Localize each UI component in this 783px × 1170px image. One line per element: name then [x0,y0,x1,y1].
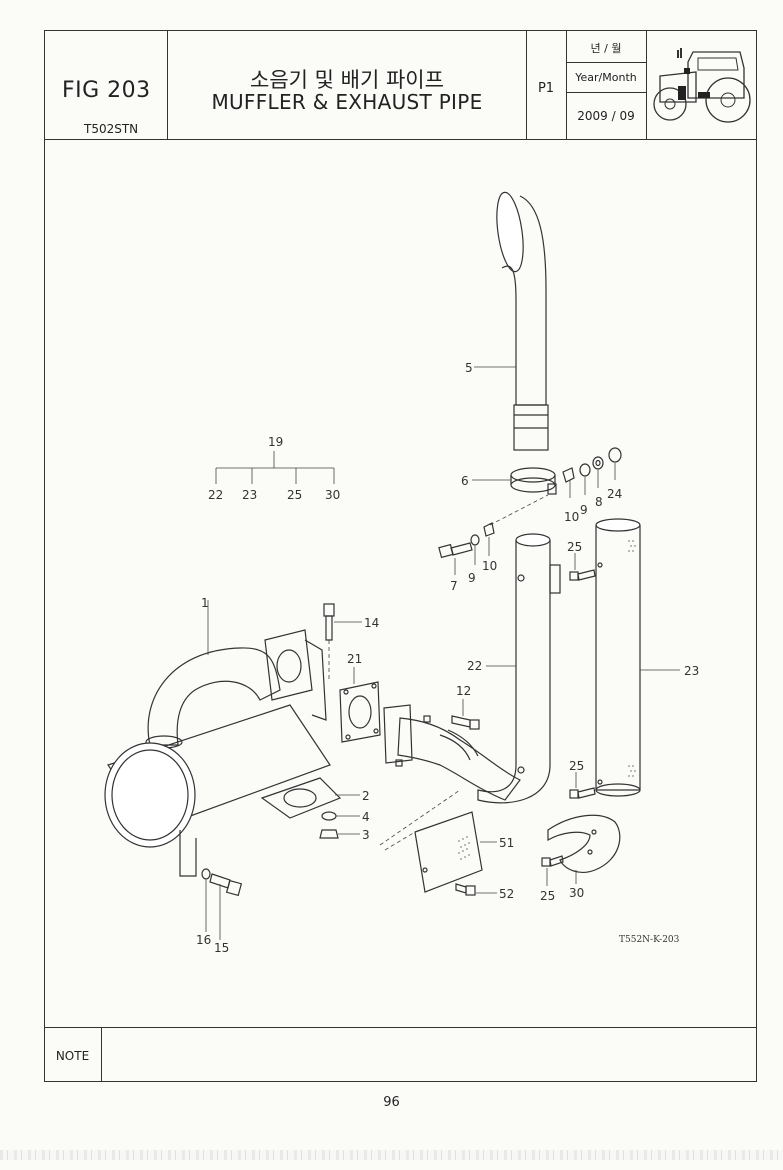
callout-10: 10 [564,510,579,524]
callout-6: 6 [461,474,469,488]
part-3-nut [319,829,339,839]
callout-25: 25 [569,759,584,773]
model-code: T502STN [84,122,139,136]
callout-22: 22 [467,659,482,673]
callout-12: 12 [456,684,471,698]
callout-5: 5 [465,361,473,375]
note-divider [101,1027,102,1082]
header-col-line [646,30,647,140]
callout-3: 3 [362,828,370,842]
part-10-clip-lower [483,522,495,537]
part-flexible-connector [383,704,521,801]
callout-7: 7 [450,579,458,593]
part-4-washer [321,811,337,821]
header-divider [44,139,757,140]
part-7-bolt [438,542,473,559]
page-title: MUFFLER & EXHAUST PIPE [211,90,483,114]
callout-30: 30 [325,488,340,502]
callout-16: 16 [196,933,211,947]
callout-23: 23 [684,664,699,678]
part-10-clip [562,467,575,483]
callout-25: 25 [540,889,555,903]
callout-19: 19 [268,435,283,449]
part-19-kit-group: 19 22 23 25 30 [208,435,340,502]
part-25-bolt-upper [569,569,596,581]
callout-14: 14 [364,616,379,630]
callout-30: 30 [569,886,584,900]
part-2-flange-gasket [260,777,342,819]
note-top-line [44,1027,757,1028]
note-label: NOTE [55,1049,90,1063]
page-frame [44,30,757,1082]
part-22-exhaust-pipe [477,533,561,804]
callout-25: 25 [567,540,582,554]
callout-9: 9 [468,571,476,585]
drawing-reference-code: T552N-K-203 [619,935,680,945]
callout-21: 21 [347,652,362,666]
callout-24: 24 [607,487,622,501]
header-col-line [526,30,527,140]
part-15-bolt [209,873,243,897]
year-month-label: Year/Month [575,71,637,84]
part-24-nut [608,447,622,463]
callout-51: 51 [499,836,514,850]
page-title-korean: 소음기 및 배기 파이프 [250,68,444,92]
callout-23: 23 [242,488,257,502]
callout-9: 9 [580,503,588,517]
part-1-muffler [104,629,331,877]
part-16-washer [201,868,211,880]
fig-number: FIG 203 [62,78,151,103]
year-month-label-korean: 년 / 월 [590,42,622,55]
page-number: 96 [383,1095,400,1110]
part-9-washer-lower [470,534,480,546]
callout-15: 15 [214,941,229,955]
page-ref: P1 [537,81,555,96]
callout-22: 22 [208,488,223,502]
year-month-value: 2009 / 09 [577,109,635,123]
part-25-bolt-middle [569,787,596,799]
header-row-line [566,92,646,93]
header-col-line [167,30,168,140]
exploded-parts-diagram: 5 6 10 9 8 24 19 22 23 25 30 [104,191,699,955]
part-23-heat-shield-tube [595,518,641,797]
callout-52: 52 [499,887,514,901]
part-52-bolt [455,883,476,896]
callout-8: 8 [595,495,603,509]
header-row-line [566,62,646,63]
callout-10: 10 [482,559,497,573]
part-9-washer [579,463,591,477]
scan-artifact [0,1150,783,1160]
callout-2: 2 [362,789,370,803]
part-21-gasket [339,681,381,743]
callout-1: 1 [201,596,209,610]
part-14-bolt [323,603,335,641]
callout-4: 4 [362,810,370,824]
part-12-bolt [451,715,480,730]
callout-25: 25 [287,488,302,502]
part-25-bolt-lower [541,855,564,867]
part-5-tail-pipe [496,191,549,451]
part-8-washer [592,456,604,470]
header-col-line [566,30,567,140]
tractor-icon [653,48,751,123]
part-6-clamp [510,467,557,495]
part-51-shield-plate [414,811,483,893]
